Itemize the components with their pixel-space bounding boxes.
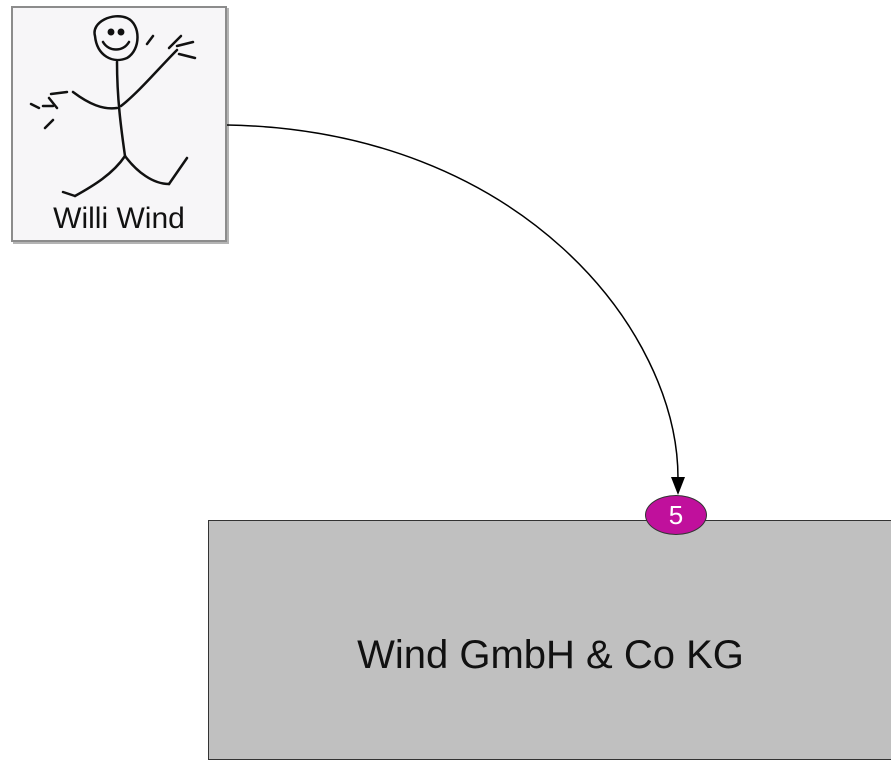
company-name-label: Wind GmbH & Co KG (357, 633, 744, 677)
ownership-arrow (226, 124, 685, 495)
share-badge[interactable]: 5 (645, 495, 707, 535)
arrowhead-icon (671, 477, 685, 495)
company-node-wind-gmbh-co-kg[interactable]: Wind GmbH & Co KG (208, 520, 891, 760)
person-name-label: Willi Wind (53, 202, 185, 235)
person-node-willi-wind[interactable]: Willi Wind (11, 6, 227, 242)
stick-figure-icon (29, 15, 197, 198)
